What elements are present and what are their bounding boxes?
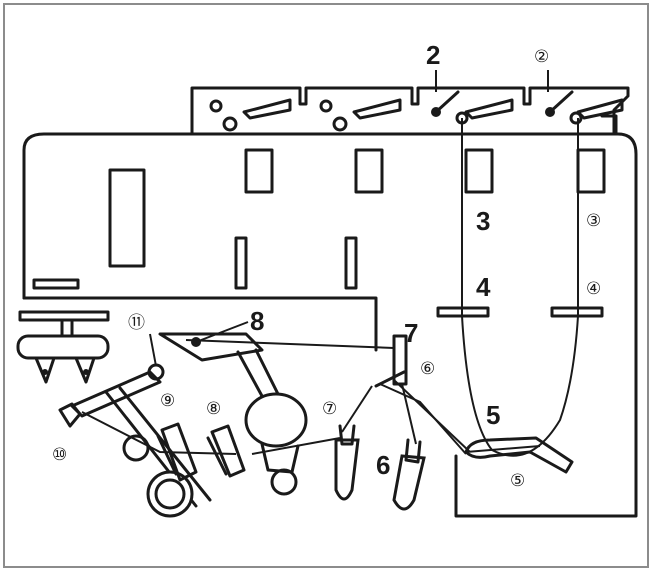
- label-7: 7: [404, 318, 418, 348]
- thread-cone-6: [392, 438, 426, 511]
- diagram-frame: [3, 3, 649, 568]
- left-mount: [16, 310, 110, 384]
- tension-post-7: [374, 334, 408, 388]
- label-7-circled: ⑦: [322, 399, 337, 419]
- thread-cone-7: [334, 424, 360, 501]
- label-8: 8: [250, 306, 264, 336]
- label-5-circled: ⑤: [510, 471, 525, 491]
- lower-left-mechanism: [58, 363, 246, 518]
- label-5: 5: [486, 400, 500, 430]
- label-4: 4: [476, 272, 491, 302]
- label-9-circled: ⑨: [160, 391, 175, 411]
- label-6: 6: [376, 450, 390, 480]
- top-bracket-bar: [190, 86, 630, 136]
- label-3: 3: [476, 206, 490, 236]
- label-10-circled: ⑩: [52, 445, 67, 465]
- label-11-circled: ⑪: [128, 313, 145, 333]
- label-4-circled: ④: [586, 279, 601, 299]
- label-6-circled: ⑥: [420, 359, 435, 379]
- label-2-circled: ②: [534, 47, 549, 67]
- machine-body: [22, 132, 638, 518]
- label-2: 2: [426, 40, 440, 70]
- lever-arm-8: [158, 332, 308, 496]
- label-3-circled: ③: [586, 211, 601, 231]
- thread-lines: [81, 118, 579, 474]
- label-8-circled: ⑧: [206, 399, 221, 419]
